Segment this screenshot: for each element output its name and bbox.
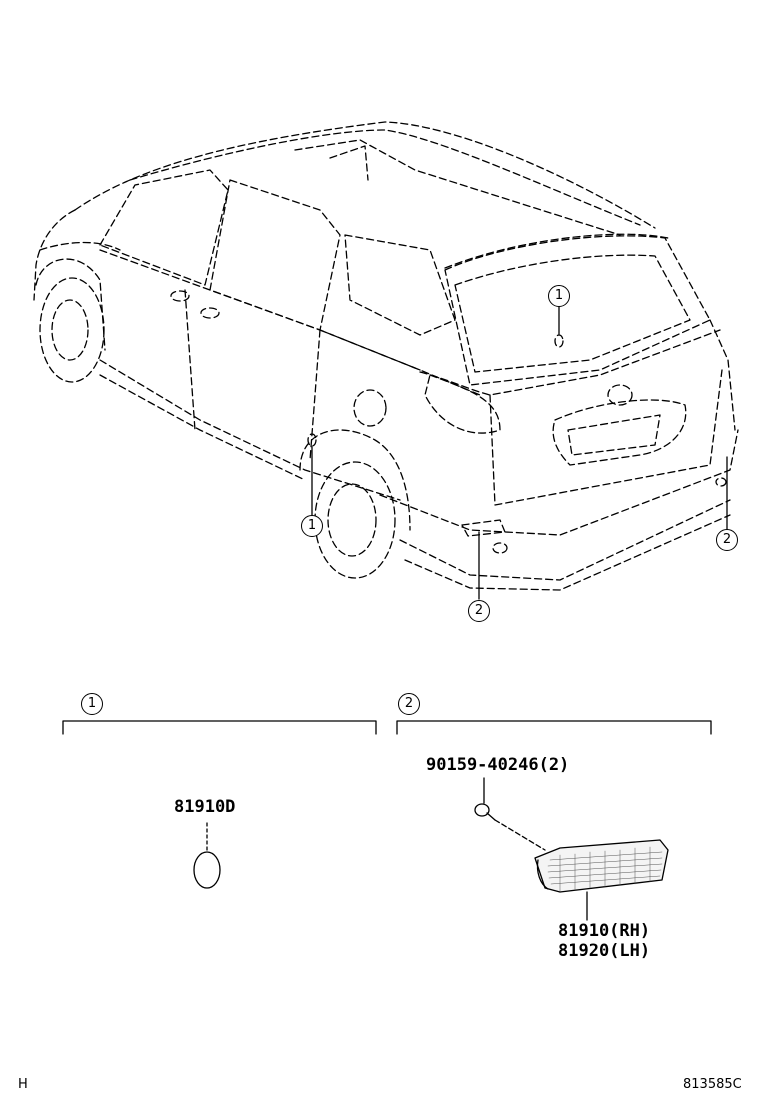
part-90159-drawing (474, 777, 546, 851)
callout-1-side[interactable]: 1 (301, 515, 323, 537)
diagram-id: 813585C (683, 1077, 742, 1092)
part-number-81910d[interactable]: 81910D (174, 797, 236, 817)
vehicle-outline (33, 121, 739, 591)
group-2-index: 2 (398, 693, 420, 715)
callout-2-left-bumper[interactable]: 2 (468, 600, 490, 622)
part-number-81920-lh[interactable]: 81920(LH) (558, 941, 651, 961)
group-1-index: 1 (81, 693, 103, 715)
callout-2-right-bumper[interactable]: 2 (716, 529, 738, 551)
part-reflector-drawing (534, 839, 669, 921)
part-number-81910-rh[interactable]: 81910(RH) (558, 921, 651, 941)
leader-lines (311, 306, 728, 600)
group-brackets (62, 720, 712, 735)
part-number-90159-40246[interactable]: 90159-40246(2) (426, 755, 570, 775)
footer-code: H (18, 1077, 28, 1092)
callout-1-rear[interactable]: 1 (548, 285, 570, 307)
part-81910d-drawing (193, 822, 221, 889)
